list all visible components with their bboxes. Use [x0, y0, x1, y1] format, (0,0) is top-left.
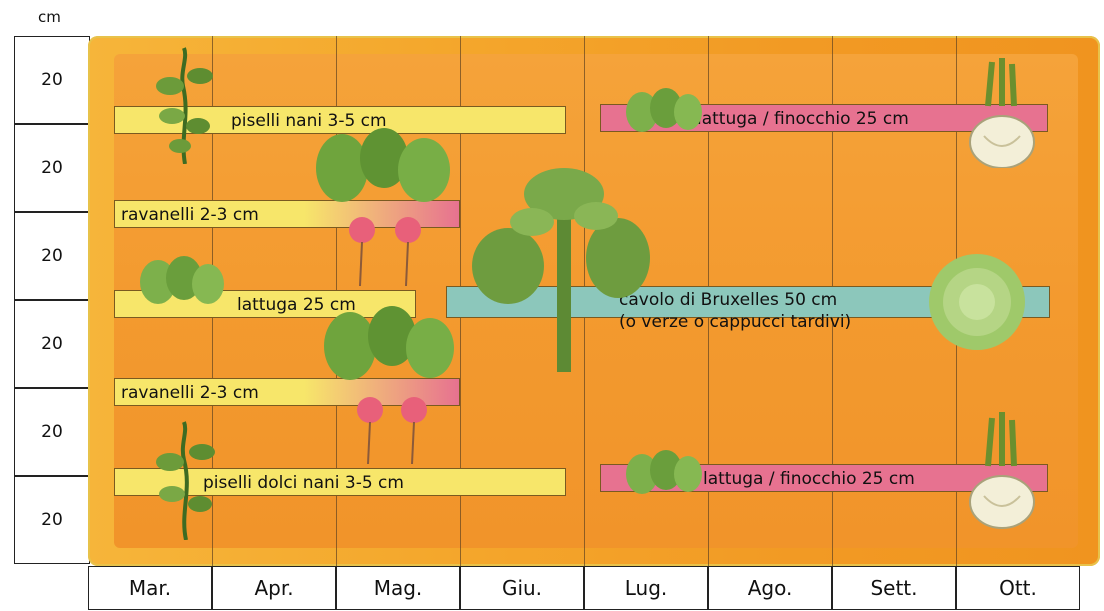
spacing-cell: 20	[14, 476, 90, 564]
lettuce-illustration	[136, 256, 226, 310]
pea-plant-illustration	[150, 46, 220, 164]
month-axis: Mar. Apr. Mag. Giu. Lug. Ago. Sett. Ott.	[88, 566, 1100, 610]
lettuce-seedling-illustration-top	[624, 86, 706, 136]
month-label: Giu.	[460, 566, 584, 610]
unit-label: cm	[38, 8, 61, 26]
spacing-cell: 20	[14, 36, 90, 124]
fennel-illustration-top	[964, 56, 1038, 168]
spacing-cell: 20	[14, 124, 90, 212]
lettuce-seedling-illustration-bottom	[624, 446, 706, 498]
month-label: Apr.	[212, 566, 336, 610]
brussels-sprout-illustration	[472, 166, 652, 372]
month-label: Mag.	[336, 566, 460, 610]
radish-illustration-top	[312, 128, 456, 288]
bar-label: lattuga / finocchio 25 cm	[697, 105, 909, 133]
spacing-cell: 20	[14, 212, 90, 300]
bar-label-secondary: (o verze o cappucci tardivi)	[619, 311, 851, 333]
radish-illustration-bottom	[320, 306, 460, 466]
month-label: Lug.	[584, 566, 708, 610]
bar-label: ravanelli 2-3 cm	[121, 201, 259, 229]
bar-label: lattuga / finocchio 25 cm	[703, 465, 915, 493]
month-label: Ago.	[708, 566, 832, 610]
bar-label: piselli dolci nani 3-5 cm	[203, 469, 404, 497]
spacing-cell: 20	[14, 388, 90, 476]
month-label: Ott.	[956, 566, 1080, 610]
spacing-cell: 20	[14, 300, 90, 388]
month-label: Mar.	[88, 566, 212, 610]
cabbage-illustration	[922, 250, 1032, 354]
sweet-pea-plant-illustration	[148, 420, 228, 540]
row-spacing-scale: 20 20 20 20 20 20	[14, 36, 90, 566]
fennel-illustration-bottom	[964, 410, 1038, 530]
bar-label: ravanelli 2-3 cm	[121, 379, 259, 407]
month-label: Sett.	[832, 566, 956, 610]
garden-board: piselli nani 3-5 cm lattuga / finocchio …	[88, 36, 1100, 566]
